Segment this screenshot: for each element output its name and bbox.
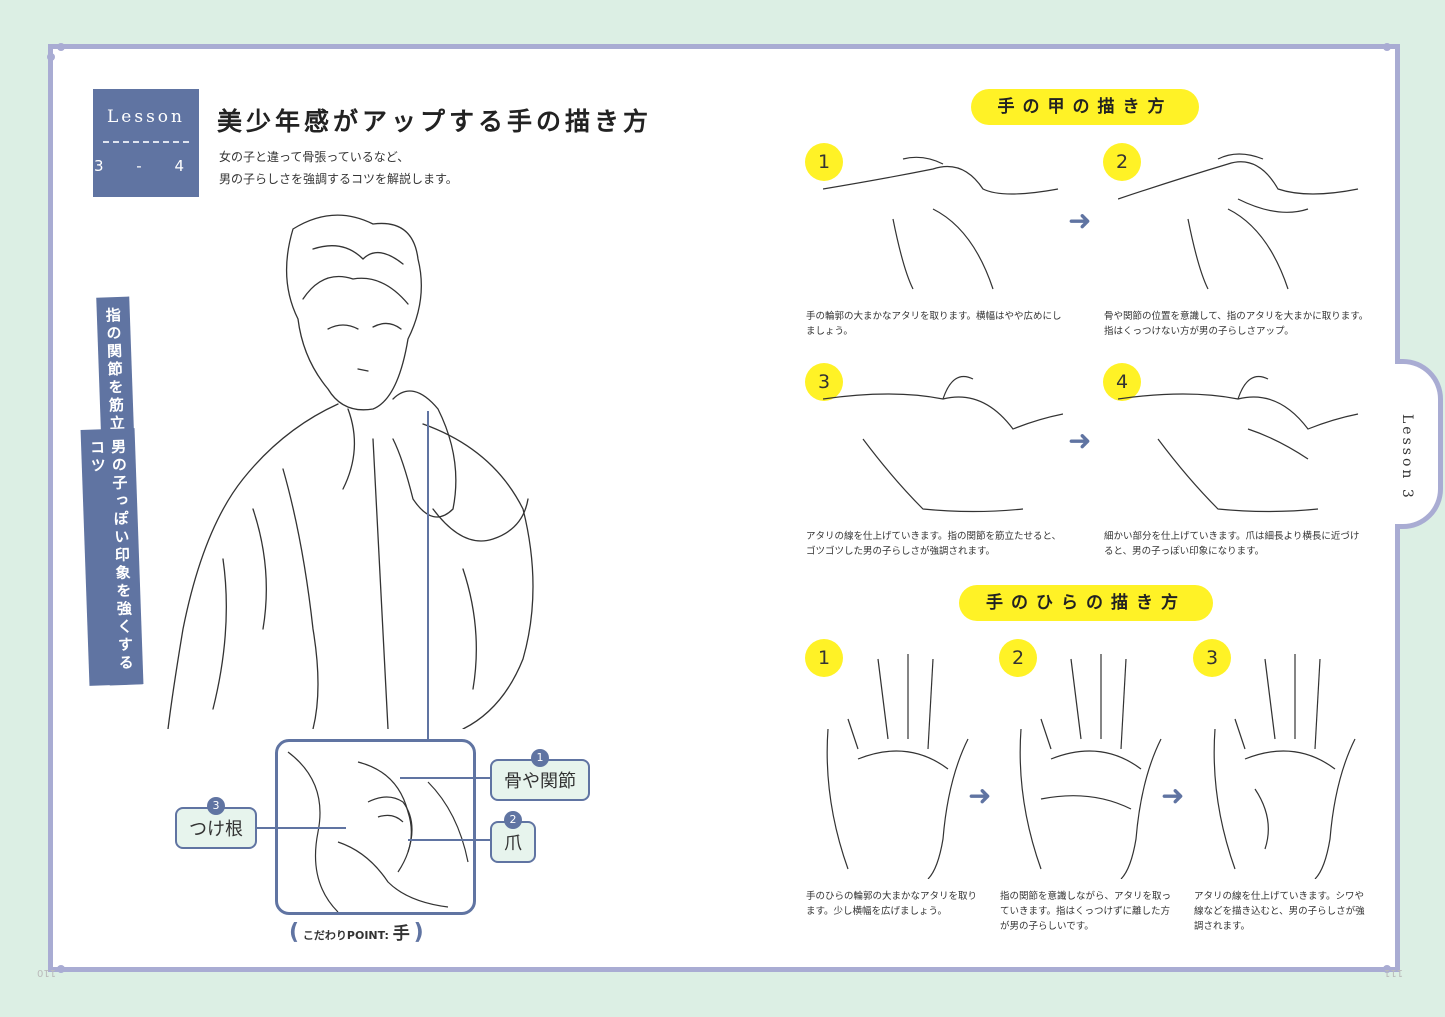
section-palm-title: 手のひらの描き方 <box>959 585 1213 621</box>
step-text-line: ます。少し横幅を広げましょう。 <box>806 906 947 917</box>
leader-line <box>408 839 490 841</box>
character-illustration <box>167 214 534 729</box>
chapter-tab[interactable]: Lesson 3 <box>1395 359 1443 529</box>
step-text-line: 指はくっつけない方が男の子らしさアップ。 <box>1104 326 1294 337</box>
step-number: 3 <box>1193 639 1231 677</box>
back-step2-text: 骨や関節の位置を意識して、指のアタリを大まかに取ります。 指はくっつけない方が男… <box>1104 309 1368 339</box>
next-arrow-icon: ➜ <box>968 779 992 812</box>
step-text-line: ゴツゴツした男の子らしさが強調されます。 <box>806 546 996 557</box>
callout-label: 爪 <box>504 833 522 854</box>
chapter-tab-label: Lesson 3 <box>1399 414 1415 501</box>
palm-step3-sketch <box>1213 654 1356 879</box>
step-text-line: ると、男の子っぽい印象になります。 <box>1104 546 1265 557</box>
step-text-line: 骨や関節の位置を意識して、指のアタリを大まかに取ります。 <box>1104 311 1369 322</box>
step-text-line: アタリの線を仕上げていきます。シワや <box>1194 891 1365 902</box>
page-subtitle: 女の子と違って骨張っているなど、 男の子らしさを強調するコツを解説します。 <box>219 146 458 190</box>
step-number: 3 <box>805 363 843 401</box>
vertical-tagline-2: 男の子っぽい印象を強くするコツ <box>80 428 144 686</box>
step-text-line: ていきます。指はくっつけずに離した方 <box>1000 906 1171 917</box>
step-text-line: 指の関節を意識しながら、アタリを取っ <box>1000 891 1172 902</box>
back-step3-text: アタリの線を仕上げていきます。指の関節を筋立たせると、 ゴツゴツした男の子らしさ… <box>806 529 1061 559</box>
palm-step1-text: 手のひらの輪郭の大まかなアタリを取り ます。少し横幅を広げましょう。 <box>806 889 977 919</box>
callout-label: 骨や関節 <box>504 771 576 792</box>
next-arrow-icon: ➜ <box>1068 424 1092 457</box>
next-arrow-icon: ➜ <box>1068 204 1092 237</box>
page-title: 美少年感がアップする手の描き方 <box>217 107 653 136</box>
corner-dot <box>47 53 55 61</box>
step-text-line: 線などを描き込むと、男の子らしさが強 <box>1194 906 1365 917</box>
point-label: ( こだわりPOINT: 手 ) <box>289 920 424 945</box>
point-prefix: こだわりPOINT: <box>302 929 389 942</box>
back-step1-text: 手の輪郭の大まかなアタリを取ります。横幅はやや広めにし ましょう。 <box>806 309 1062 339</box>
leader-line <box>427 411 429 741</box>
step-number: 2 <box>1103 143 1141 181</box>
step-number: 4 <box>1103 363 1141 401</box>
corner-dot <box>57 43 65 51</box>
palm-step3-text: アタリの線を仕上げていきます。シワや 線などを描き込むと、男の子らしさが強 調さ… <box>1194 889 1365 934</box>
leader-line <box>400 777 490 779</box>
lesson-divider <box>103 141 189 143</box>
callout-nail: 2 爪 <box>490 811 536 863</box>
step-text-line: が男の子らしいです。 <box>1000 921 1094 932</box>
callout-number: 2 <box>504 811 522 829</box>
step-text-line: 手のひらの輪郭の大まかなアタリを取り <box>806 891 978 902</box>
back-step1-sketch <box>823 156 1059 290</box>
back-step4-sketch <box>1118 375 1359 513</box>
lesson-number: 3 - 4 <box>93 157 199 175</box>
step-text-line: ましょう。 <box>806 326 853 337</box>
page-number-right: 111 <box>1383 967 1403 978</box>
corner-dot <box>57 965 65 973</box>
lesson-badge: Lesson 3 - 4 <box>93 89 199 197</box>
page-number-left: 110 <box>37 967 57 978</box>
step-text-line: 細かい部分を仕上げていきます。爪は細長より横長に近づけ <box>1104 531 1360 542</box>
callout-number: 3 <box>207 797 225 815</box>
palm-step1-sketch <box>826 654 969 879</box>
lesson-word: Lesson <box>107 107 185 127</box>
step-number: 2 <box>999 639 1037 677</box>
step-text-line: 手の輪郭の大まかなアタリを取ります。横幅はやや広めにし <box>806 311 1062 322</box>
point-word: 手 <box>392 924 410 944</box>
callout-base: 3 つけ根 <box>175 797 257 849</box>
book-spread: Lesson 3 Lesson 3 - 4 美少年感がアップする手の描き方 女の… <box>37 43 1443 978</box>
next-arrow-icon: ➜ <box>1161 779 1185 812</box>
back-step3-sketch <box>823 375 1063 513</box>
corner-dot <box>1383 43 1391 51</box>
callout-label: つけ根 <box>189 819 243 840</box>
corner-dot <box>1383 965 1391 973</box>
palm-step2-text: 指の関節を意識しながら、アタリを取っ ていきます。指はくっつけずに離した方 が男… <box>1000 889 1171 934</box>
step-number: 1 <box>805 143 843 181</box>
hand-closeup-sketch <box>287 751 469 912</box>
leader-line <box>251 827 346 829</box>
step-text-line: 調されます。 <box>1194 921 1251 932</box>
back-step2-sketch <box>1118 153 1359 290</box>
callout-bones-joints: 1 骨や関節 <box>490 749 590 801</box>
step-text-line: アタリの線を仕上げていきます。指の関節を筋立たせると、 <box>806 531 1062 542</box>
subtitle-line: 男の子らしさを強調するコツを解説します。 <box>219 172 458 186</box>
section-back-of-hand-title: 手の甲の描き方 <box>971 89 1199 125</box>
step-number: 1 <box>805 639 843 677</box>
callout-number: 1 <box>531 749 549 767</box>
back-step4-text: 細かい部分を仕上げていきます。爪は細長より横長に近づけ ると、男の子っぽい印象に… <box>1104 529 1359 559</box>
subtitle-line: 女の子と違って骨張っているなど、 <box>219 150 410 164</box>
palm-step2-sketch <box>1019 654 1162 879</box>
